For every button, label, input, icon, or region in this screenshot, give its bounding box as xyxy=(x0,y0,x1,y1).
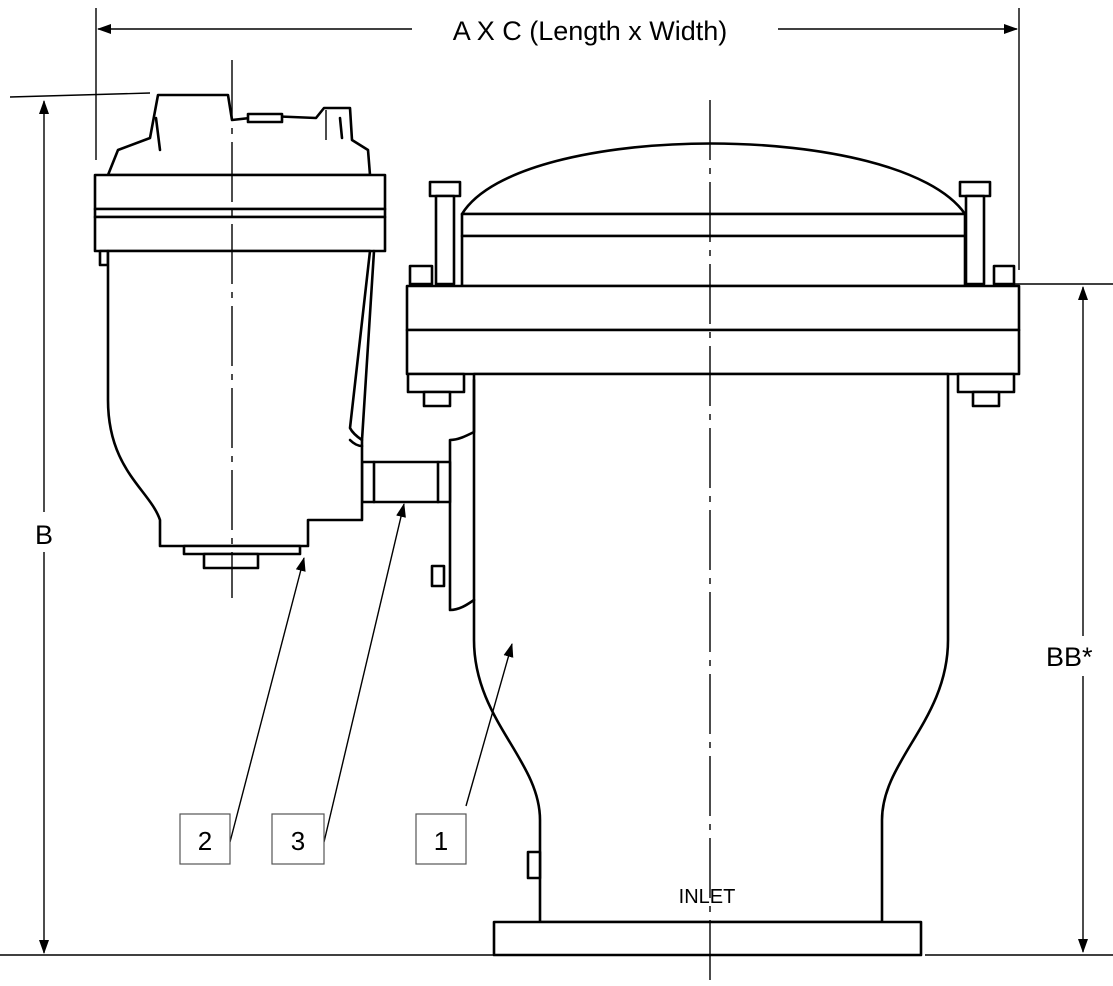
dimension-left-label: B xyxy=(35,520,53,550)
dome-cover xyxy=(460,142,967,216)
dimension-top: A X C (Length x Width) xyxy=(95,8,1020,270)
callout-3-label: 3 xyxy=(291,826,305,856)
dimension-top-label: A X C (Length x Width) xyxy=(453,16,728,46)
inlet-flange xyxy=(492,920,923,957)
dimension-right: BB* xyxy=(925,283,1113,956)
valve-body-shell xyxy=(472,372,950,924)
connecting-nipple xyxy=(360,460,452,504)
inlet-label: INLET xyxy=(679,886,736,908)
right-bolt xyxy=(958,180,1016,286)
small-valve-cover xyxy=(106,93,372,177)
main-valve-body: INLET xyxy=(405,100,1021,981)
dimension-right-label: BB* xyxy=(1046,642,1093,672)
callout-1: 1 xyxy=(415,813,467,865)
callout-2-label: 2 xyxy=(198,826,212,856)
callout-3: 3 xyxy=(271,813,325,865)
callout-leaders xyxy=(229,503,514,843)
top-flange xyxy=(405,284,1021,332)
small-valve-body xyxy=(106,249,372,548)
callout-2: 2 xyxy=(179,813,231,865)
callout-1-label: 1 xyxy=(434,826,448,856)
left-bolt xyxy=(408,180,462,286)
air-release-valve xyxy=(93,60,387,598)
